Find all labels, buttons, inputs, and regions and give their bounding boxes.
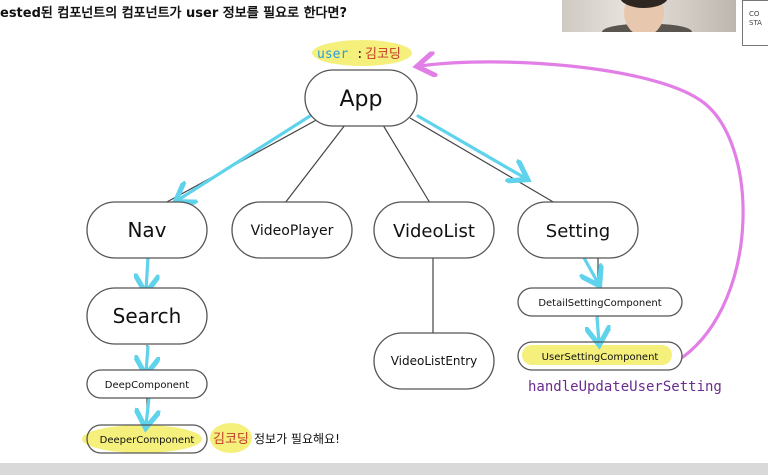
user-label-highlight — [312, 40, 412, 66]
edge-app-videoplayer — [284, 124, 346, 204]
arrow-deep-to-deeper — [146, 396, 149, 425]
deeper-note-text: 정보가 필요해요! — [254, 432, 340, 446]
logo-line-2: STA — [749, 19, 762, 27]
node-deeper-label: DeeperComponent — [100, 435, 195, 446]
node-detailsetting: DetailSettingComponent — [517, 287, 683, 317]
node-detailsetting-label: DetailSettingComponent — [538, 298, 661, 309]
node-videolist: VideoList — [373, 201, 495, 259]
node-usersetting: UserSettingComponent — [517, 341, 683, 371]
deeper-note-highlight — [210, 423, 252, 453]
node-app: App — [304, 69, 418, 127]
node-videoplayer: VideoPlayer — [231, 201, 353, 259]
user-label-key: user — [317, 47, 348, 62]
arrow-setting-to-detail — [583, 254, 598, 283]
lecture-title: ested된 컴포넌트의 컴포넌트가 user 정보를 필요로 한다면? — [0, 6, 348, 21]
presenter-hair — [620, 0, 668, 8]
arrow-app-to-setting — [416, 114, 525, 178]
arrow-app-to-nav — [178, 114, 312, 200]
user-label-separator: : — [348, 47, 371, 62]
user-label-value: 김코딩 — [365, 47, 401, 62]
arrow-nav-to-search — [146, 256, 148, 290]
component-tree-diagram: user : 김코딩 App Nav VideoPlayer VideoList… — [82, 40, 745, 454]
webcam-feed — [562, 0, 736, 32]
node-nav-label: Nav — [127, 218, 166, 242]
channel-logo-card: CO STA — [742, 0, 768, 46]
node-videolistentry-label: VideoListEntry — [391, 354, 478, 368]
node-usersetting-label: UserSettingComponent — [542, 352, 659, 363]
node-videolist-label: VideoList — [393, 221, 475, 242]
node-videolistentry: VideoListEntry — [373, 332, 495, 390]
node-setting: Setting — [517, 201, 639, 259]
node-setting-label: Setting — [546, 221, 610, 242]
node-search: Search — [86, 287, 208, 345]
node-videoplayer-label: VideoPlayer — [251, 223, 334, 239]
node-deeper: DeeperComponent — [86, 424, 208, 454]
node-search-label: Search — [113, 304, 182, 328]
node-deep: DeepComponent — [86, 369, 208, 399]
edge-app-setting — [409, 117, 556, 204]
bottom-strip — [0, 463, 768, 475]
deeper-note-name: 김코딩 — [213, 432, 249, 447]
node-nav: Nav — [86, 201, 208, 259]
arrow-detail-to-usersetting — [597, 316, 599, 342]
usersetting-highlight — [522, 345, 672, 365]
edge-app-videolist — [382, 124, 431, 204]
callback-arrow-usersetting-to-app — [420, 62, 745, 359]
node-app-label: App — [340, 87, 383, 112]
deeper-highlight — [82, 425, 202, 453]
node-deep-label: DeepComponent — [105, 380, 189, 391]
arrow-search-to-deep — [146, 345, 148, 372]
handler-label: handleUpdateUserSetting — [528, 379, 722, 395]
logo-line-1: CO — [749, 10, 760, 18]
props-arrows — [146, 114, 599, 425]
